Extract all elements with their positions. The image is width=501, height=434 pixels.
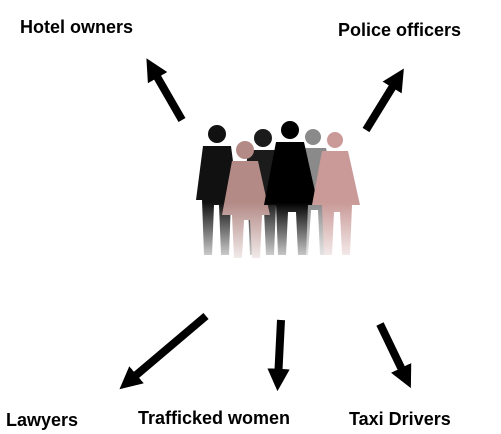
arrow-to-hotel-owners <box>146 58 186 122</box>
node-label-taxi-drivers: Taxi Drivers <box>349 409 451 429</box>
arrow-to-police-officers <box>362 68 404 133</box>
arrow-to-trafficked-women <box>267 319 290 392</box>
node-label-lawyers: Lawyers <box>6 410 79 430</box>
node-label-trafficked-women: Trafficked women <box>138 408 291 428</box>
node-label-police-officers: Police officers <box>338 20 462 40</box>
arrow-to-lawyers <box>119 312 209 390</box>
node-label-hotel-owners: Hotel owners <box>20 17 134 37</box>
arrow-to-taxi-drivers <box>376 322 412 389</box>
people-group-icon <box>180 120 370 270</box>
